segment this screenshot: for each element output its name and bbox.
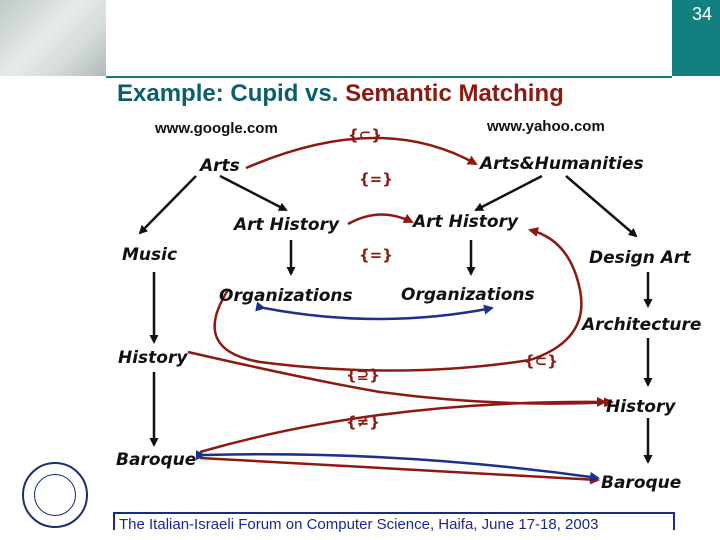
right-source-label: www.yahoo.com — [487, 118, 605, 135]
left-node-art-history: Art History — [234, 215, 340, 235]
match-baroque-baroque — [199, 456, 600, 485]
relation-equal-top: {=} — [359, 170, 393, 188]
header-band — [106, 0, 672, 76]
cupid-organizations — [255, 301, 494, 321]
match-baroque-history — [199, 396, 607, 454]
page-number-box: 34 — [672, 0, 720, 76]
edge-arts-humanities-art-history — [474, 174, 543, 212]
right-node-baroque: Baroque — [601, 473, 682, 493]
title-example: Example: — [117, 80, 231, 107]
match-art-history-equal — [347, 213, 414, 226]
footer-text: The Italian-Israeli Forum on Computer Sc… — [119, 516, 599, 533]
relation-not-equal: {≠} — [346, 413, 380, 431]
edge-arts-art-history — [219, 174, 288, 212]
footer-left-tick — [113, 512, 115, 530]
right-node-arts-humanities: Arts&Humanities — [480, 154, 644, 174]
relation-equal-mid: {=} — [359, 246, 393, 264]
left-node-music: Music — [122, 245, 178, 265]
header-image — [0, 0, 106, 76]
title-cupid: Cupid vs. — [230, 80, 346, 107]
right-node-architecture: Architecture — [582, 315, 702, 335]
relation-superset: {⊇} — [346, 366, 380, 384]
edge-arts-music — [138, 175, 197, 235]
title-semantic: Semantic Matching — [345, 80, 564, 107]
match-organizations-loop — [213, 227, 583, 372]
seal-inner-ring — [34, 474, 76, 516]
relation-subset-mid: {⊂} — [524, 352, 558, 370]
right-node-design-art: Design Art — [589, 248, 691, 268]
header-divider — [106, 76, 672, 78]
slide-title: Example: Cupid vs. Semantic Matching — [117, 80, 564, 108]
footer-divider — [113, 512, 675, 514]
page-number: 34 — [691, 4, 712, 24]
university-seal-logo — [22, 462, 88, 528]
left-node-baroque: Baroque — [116, 450, 197, 470]
left-source-label: www.google.com — [155, 120, 278, 137]
relation-subset-top: {⊂} — [348, 126, 382, 144]
cupid-baroque — [195, 450, 600, 482]
right-node-art-history: Art History — [413, 212, 519, 232]
left-node-arts: Arts — [200, 156, 240, 176]
right-node-organizations: Organizations — [401, 285, 535, 305]
left-node-history: History — [118, 348, 188, 368]
right-node-history: History — [606, 397, 676, 417]
edge-arts-humanities-design-art — [565, 175, 638, 238]
footer-right-tick — [673, 512, 675, 530]
match-google-yahoo — [245, 136, 478, 170]
left-node-organizations: Organizations — [219, 286, 353, 306]
